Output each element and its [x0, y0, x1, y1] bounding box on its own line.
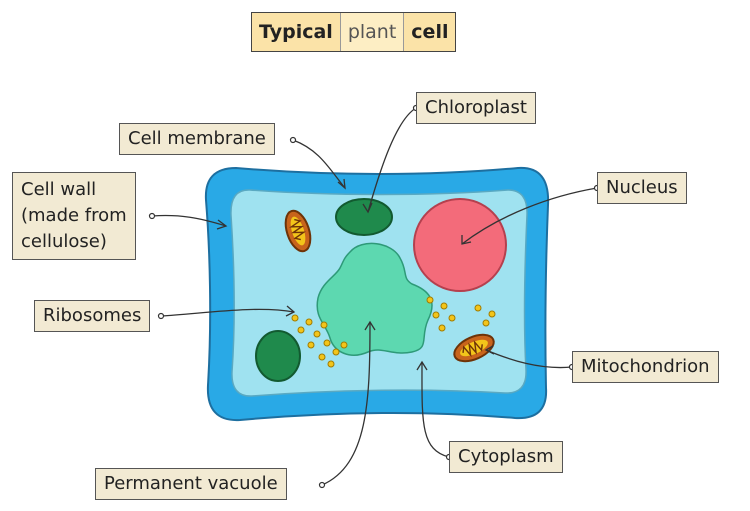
label-cytoplasm: Cytoplasm: [449, 441, 563, 473]
label-nucleus-text: Nucleus: [606, 177, 678, 198]
label-chloroplast-text: Chloroplast: [425, 97, 527, 118]
label-cell-wall-line-2: (made from: [21, 205, 127, 226]
label-mitochondrion-text: Mitochondrion: [581, 356, 710, 377]
label-cytoplasm-text: Cytoplasm: [458, 446, 554, 467]
label-permanent-vacuole-text: Permanent vacuole: [104, 473, 278, 494]
title-part-3: cell: [411, 21, 449, 43]
label-ribosomes: Ribosomes: [34, 300, 151, 332]
label-cell-wall-line-3: cellulose): [21, 231, 107, 252]
title-part-2: plant: [339, 13, 405, 51]
diagram-title: Typical plant cell: [251, 12, 457, 52]
label-cell-membrane-text: Cell membrane: [128, 128, 266, 149]
chloroplast-shape: [335, 198, 393, 236]
label-ribosomes-text: Ribosomes: [43, 305, 142, 326]
ribosomes-cluster: [291, 296, 496, 368]
nucleus-shape: [413, 198, 507, 292]
chloroplast-shape: [255, 330, 301, 382]
label-cell-wall-line-1: Cell wall: [21, 179, 97, 200]
label-chloroplast: Chloroplast: [416, 92, 536, 124]
label-permanent-vacuole: Permanent vacuole: [95, 468, 287, 500]
label-mitochondrion: Mitochondrion: [572, 351, 719, 383]
label-cell-wall: Cell wall (made from cellulose): [12, 172, 136, 260]
mitochondrion-shape: [284, 209, 312, 253]
label-cell-membrane: Cell membrane: [119, 123, 275, 155]
label-nucleus: Nucleus: [597, 172, 687, 204]
leader-lines: [151, 107, 598, 486]
title-part-1: Typical: [259, 21, 333, 43]
vacuole-shape: [316, 242, 433, 356]
mitochondrion-shape: [453, 333, 495, 363]
